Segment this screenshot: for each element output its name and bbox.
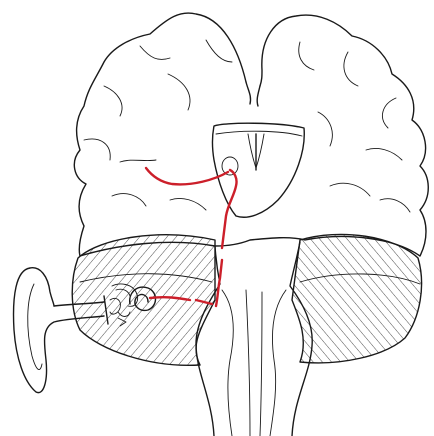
cerebellum xyxy=(60,220,434,380)
sulcus xyxy=(168,74,190,110)
sulcus xyxy=(206,40,232,62)
longitudinal-fissure-left xyxy=(246,82,251,104)
sulcus xyxy=(170,198,206,210)
corpus-callosum-line xyxy=(216,131,302,136)
sulcus xyxy=(112,194,146,206)
longitudinal-fissure-right xyxy=(257,86,260,106)
pinna-top xyxy=(30,268,54,306)
sulcus xyxy=(344,52,358,86)
sulcus xyxy=(104,86,122,116)
ventricles xyxy=(213,123,305,217)
pinna-inner xyxy=(28,284,42,370)
sulcus xyxy=(84,139,110,160)
sulcus xyxy=(299,42,314,70)
sulcus xyxy=(366,148,402,160)
sulcus xyxy=(318,112,332,146)
brainstem-inner-line xyxy=(246,290,250,436)
lateral-ventricle-outline xyxy=(213,123,305,217)
sulcus xyxy=(382,98,396,128)
sulcus xyxy=(120,160,156,162)
sulcus xyxy=(380,199,410,212)
brainstem-inner-line xyxy=(270,290,286,436)
auditory-pathway-brainstem-ascending xyxy=(216,170,237,306)
medial-geniculate-body xyxy=(222,157,238,175)
cerebellum-right-hatching xyxy=(285,220,434,380)
cerebrum-outline xyxy=(74,13,428,256)
brainstem-inner-line xyxy=(260,292,262,436)
brainstem-inner-line xyxy=(222,290,233,436)
sulcus xyxy=(330,183,370,196)
sulcus xyxy=(140,46,170,60)
cerebrum xyxy=(74,13,428,256)
